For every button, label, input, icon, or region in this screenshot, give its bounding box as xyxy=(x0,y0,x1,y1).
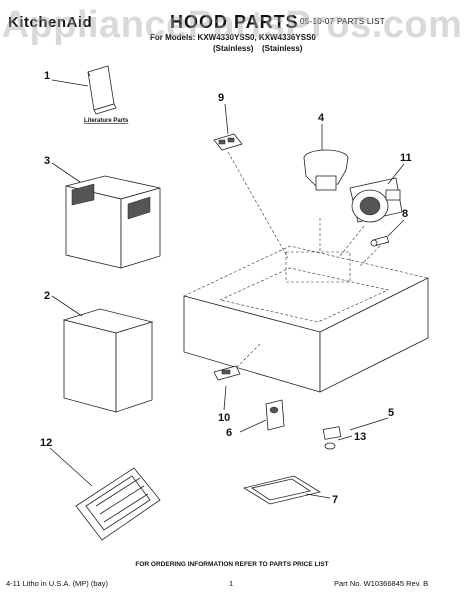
models-line: For Models: KXW4330YSS0, KXW4336YSS0 xyxy=(150,33,316,42)
leader-line-13 xyxy=(337,435,353,441)
upper-chimney-cover[interactable] xyxy=(65,175,161,269)
leader-line-12 xyxy=(49,447,93,487)
callout-5: 5 xyxy=(388,407,394,419)
part-number: Part No. W10366845 Rev. B xyxy=(334,579,429,588)
literature-label: Literature Parts xyxy=(84,118,129,124)
leader-line-9 xyxy=(224,103,229,135)
grease-filter-bracket[interactable] xyxy=(265,399,285,431)
callout-9: 9 xyxy=(218,92,224,104)
leader-line-8 xyxy=(387,219,405,237)
light-lens[interactable] xyxy=(322,426,342,450)
model-finish-2: (Stainless) xyxy=(262,44,303,53)
callout-8: 8 xyxy=(402,208,408,220)
callout-11: 11 xyxy=(400,152,412,164)
model-finish-1: (Stainless) xyxy=(213,44,254,53)
leader-line-1 xyxy=(51,79,89,87)
callout-7: 7 xyxy=(332,494,338,506)
installation-template[interactable] xyxy=(75,467,161,541)
leader-line-11 xyxy=(387,163,405,185)
leader-line-7 xyxy=(305,493,331,499)
callout-1: 1 xyxy=(44,70,50,82)
leader-line-5 xyxy=(349,417,389,431)
callout-3: 3 xyxy=(44,155,50,167)
control-switch[interactable] xyxy=(213,365,241,381)
lower-chimney-cover[interactable] xyxy=(62,308,154,413)
literature-booklet[interactable] xyxy=(87,65,117,115)
header-note: 05-10-07 PARTS LIST xyxy=(300,17,385,26)
leader-line-3 xyxy=(51,162,81,183)
damper-transition[interactable] xyxy=(303,149,349,191)
callout-6: 6 xyxy=(226,427,232,439)
litho-note: 4-11 Litho in U.S.A. (MP) (bay) xyxy=(6,579,108,588)
brand-logo: KitchenAid xyxy=(8,14,93,31)
blower-motor[interactable] xyxy=(349,177,403,223)
callout-4: 4 xyxy=(318,112,325,124)
leader-line-10 xyxy=(223,385,227,411)
light-socket[interactable] xyxy=(370,235,390,247)
callout-2: 2 xyxy=(44,290,50,302)
leader-line-6 xyxy=(239,419,267,433)
bracket-part-9[interactable] xyxy=(213,133,243,151)
page-title: HOOD PARTS xyxy=(170,12,299,32)
leader-line-2 xyxy=(51,295,83,317)
callout-13: 13 xyxy=(354,431,366,443)
callout-12: 12 xyxy=(40,437,52,449)
hood-body[interactable] xyxy=(183,151,429,393)
filter-panel[interactable] xyxy=(242,475,322,505)
ordering-note: FOR ORDERING INFORMATION REFER TO PARTS … xyxy=(135,561,329,568)
page-number: 1 xyxy=(229,579,234,588)
callout-10: 10 xyxy=(218,412,230,424)
